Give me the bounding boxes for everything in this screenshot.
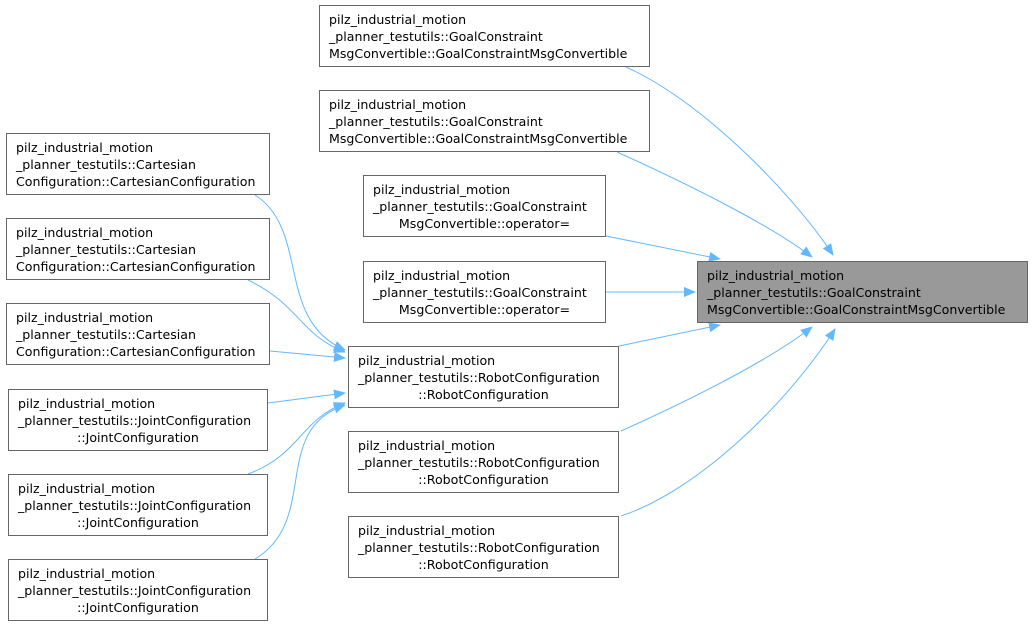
- node-robot-b[interactable]: pilz_industrial_motion _planner_testutil…: [348, 431, 619, 493]
- node-line: MsgConvertible::operator=: [398, 301, 571, 317]
- node-robot-c[interactable]: pilz_industrial_motion _planner_testutil…: [348, 516, 619, 578]
- node-line: _planner_testutils::Cartesian: [16, 156, 196, 172]
- node-line: pilz_industrial_motion: [18, 395, 156, 411]
- node-line: MsgConvertible::GoalConstraintMsgConvert…: [329, 130, 628, 146]
- edge-gcmc_ctor_b-to-focus: [616, 151, 813, 258]
- node-line: pilz_industrial_motion: [18, 480, 156, 496]
- node-line: ::JointConfiguration: [77, 599, 199, 615]
- edge-gcmc_op_a-to-focus: [605, 235, 721, 262]
- edge-robot_a-to-focus: [618, 322, 721, 347]
- node-line: pilz_industrial_motion: [16, 309, 154, 325]
- node-line: ::JointConfiguration: [77, 429, 199, 445]
- edge-cart_a-to-robot_a: [254, 194, 346, 351]
- node-line: pilz_industrial_motion: [358, 437, 496, 453]
- node-line: pilz_industrial_motion: [373, 181, 511, 197]
- node-line: MsgConvertible::GoalConstraintMsgConvert…: [707, 301, 1006, 317]
- node-line: pilz_industrial_motion: [329, 11, 467, 27]
- edge-joint_b-to-robot_a: [247, 402, 346, 475]
- edge-joint_c-to-robot_a: [254, 403, 346, 560]
- node-line: _planner_testutils::GoalConstraint: [329, 28, 543, 44]
- node-gcmc-ctor-a[interactable]: pilz_industrial_motion _planner_testutil…: [319, 5, 650, 67]
- node-line: _planner_testutils::JointConfiguration: [18, 497, 252, 513]
- node-line: pilz_industrial_motion: [358, 352, 496, 368]
- node-line: Configuration::CartesianConfiguration: [16, 173, 256, 189]
- node-cart-c[interactable]: pilz_industrial_motion _planner_testutil…: [6, 303, 270, 365]
- node-gcmc-op-a[interactable]: pilz_industrial_motion _planner_testutil…: [363, 175, 606, 237]
- node-line: _planner_testutils::GoalConstraint: [373, 284, 587, 300]
- node-joint-a[interactable]: pilz_industrial_motion _planner_testutil…: [8, 389, 268, 451]
- node-line: ::RobotConfiguration: [418, 471, 549, 487]
- node-line: _planner_testutils::RobotConfiguration: [358, 369, 600, 385]
- node-joint-b[interactable]: pilz_industrial_motion _planner_testutil…: [8, 474, 268, 536]
- node-line: pilz_industrial_motion: [373, 267, 511, 283]
- node-line: MsgConvertible::operator=: [398, 215, 571, 231]
- edge-robot_c-to-focus: [620, 328, 836, 517]
- node-robot-a[interactable]: pilz_industrial_motion _planner_testutil…: [348, 346, 619, 408]
- node-line: Configuration::CartesianConfiguration: [16, 343, 256, 359]
- node-line: pilz_industrial_motion: [18, 565, 156, 581]
- node-focus[interactable]: pilz_industrial_motion _planner_testutil…: [697, 261, 1028, 323]
- node-line: _planner_testutils::RobotConfiguration: [358, 539, 600, 555]
- node-line: _planner_testutils::Cartesian: [16, 326, 196, 342]
- node-line: pilz_industrial_motion: [707, 267, 845, 283]
- node-line: ::RobotConfiguration: [418, 556, 549, 572]
- node-line: MsgConvertible::GoalConstraintMsgConvert…: [329, 45, 628, 61]
- node-cart-a[interactable]: pilz_industrial_motion _planner_testutil…: [6, 133, 270, 195]
- node-line: _planner_testutils::RobotConfiguration: [358, 454, 600, 470]
- node-gcmc-op-b[interactable]: pilz_industrial_motion _planner_testutil…: [363, 261, 606, 323]
- node-line: pilz_industrial_motion: [16, 224, 154, 240]
- node-line: pilz_industrial_motion: [329, 96, 467, 112]
- node-line: _planner_testutils::JointConfiguration: [18, 582, 252, 598]
- node-gcmc-ctor-b[interactable]: pilz_industrial_motion _planner_testutil…: [319, 90, 650, 152]
- node-line: _planner_testutils::GoalConstraint: [707, 284, 921, 300]
- node-joint-c[interactable]: pilz_industrial_motion _planner_testutil…: [8, 559, 268, 621]
- edge-robot_b-to-focus: [620, 326, 813, 432]
- edge-gcmc_ctor_a-to-focus: [625, 66, 834, 256]
- node-line: _planner_testutils::GoalConstraint: [373, 198, 587, 214]
- edge-cart_c-to-robot_a: [269, 350, 346, 362]
- edge-cart_b-to-robot_a: [247, 279, 346, 353]
- node-line: _planner_testutils::Cartesian: [16, 241, 196, 257]
- node-line: ::RobotConfiguration: [418, 386, 549, 402]
- node-line: ::JointConfiguration: [77, 514, 199, 530]
- node-cart-b[interactable]: pilz_industrial_motion _planner_testutil…: [6, 218, 270, 280]
- node-line: pilz_industrial_motion: [358, 522, 496, 538]
- node-line: _planner_testutils::JointConfiguration: [18, 412, 252, 428]
- edge-joint_a-to-robot_a: [267, 389, 346, 404]
- node-line: Configuration::CartesianConfiguration: [16, 258, 256, 274]
- node-line: _planner_testutils::GoalConstraint: [329, 113, 543, 129]
- node-line: pilz_industrial_motion: [16, 139, 154, 155]
